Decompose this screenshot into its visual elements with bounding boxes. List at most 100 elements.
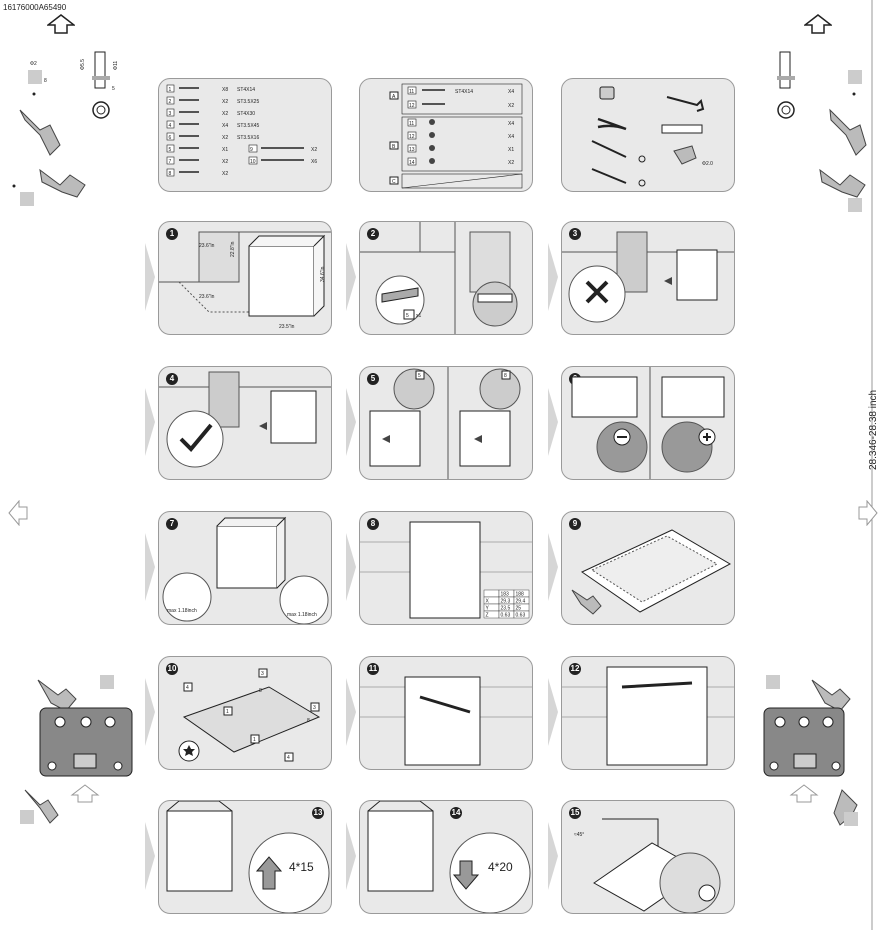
svg-text:3: 3 <box>169 111 172 117</box>
spec-table-cell: 183 <box>498 589 515 598</box>
svg-text:4: 4 <box>186 685 189 691</box>
right-arrow-icon <box>858 500 878 526</box>
step-10-panel: 10 4 1 3 8 3 8 1 4 <box>158 656 332 770</box>
svg-text:188: 188 <box>516 592 525 598</box>
document-id: 16176000A65490 <box>3 3 67 12</box>
spec-table-cell: 29.3 <box>498 596 515 605</box>
svg-text:X2: X2 <box>222 135 228 141</box>
left-bracket-detail <box>20 675 133 824</box>
flow-chevron-icon <box>346 533 356 601</box>
step-11-panel: 11 <box>359 656 533 770</box>
pin-d2: Φ11 <box>113 61 119 70</box>
side-guide-line <box>871 0 873 930</box>
svg-text:183: 183 <box>501 592 510 598</box>
svg-text:X2: X2 <box>222 111 228 117</box>
svg-text:ST4X30: ST4X30 <box>237 111 255 117</box>
svg-text:ST3.5X25: ST3.5X25 <box>237 99 259 105</box>
svg-text:X6: X6 <box>311 159 317 165</box>
spec-table-cell: 23.5 <box>498 603 515 612</box>
svg-text:2: 2 <box>169 99 172 105</box>
flow-chevron-icon <box>346 678 356 746</box>
svg-text:5: 5 <box>169 147 172 153</box>
svg-text:4: 4 <box>287 755 290 761</box>
svg-text:X2: X2 <box>222 159 228 165</box>
svg-text:X1: X1 <box>508 147 514 153</box>
svg-text:34.6"in: 34.6"in <box>320 266 326 282</box>
right-bracket-detail <box>763 675 858 826</box>
bit-label: Φ2 <box>30 61 37 67</box>
pin-d1: Φ5.5 <box>80 59 86 70</box>
drill-icon <box>673 145 697 165</box>
level-icon <box>661 124 703 134</box>
svg-text:≈45°: ≈45° <box>574 832 584 838</box>
svg-text:23.5: 23.5 <box>501 606 511 612</box>
svg-text:ST4X14: ST4X14 <box>455 89 473 95</box>
svg-text:8: 8 <box>259 688 262 694</box>
step-7-panel: 7 max 1.18inch max 1.18inch <box>158 511 332 625</box>
spec-table-cell: Z <box>483 610 500 619</box>
svg-text:ST3.5X16: ST3.5X16 <box>237 135 259 141</box>
svg-text:ST4X14: ST4X14 <box>237 87 255 93</box>
svg-text:7: 7 <box>169 159 172 165</box>
flow-chevron-icon <box>346 822 356 890</box>
svg-text:11: 11 <box>409 121 414 127</box>
svg-text:X: X <box>486 599 490 605</box>
svg-text:X4: X4 <box>222 123 228 129</box>
flow-chevron-icon <box>346 388 356 456</box>
flow-chevron-icon <box>346 243 356 311</box>
pin-len: 5 <box>112 86 115 92</box>
step-2-panel: 2 5 x1 <box>359 221 533 335</box>
flow-chevron-icon <box>548 822 558 890</box>
svg-text:23.6"in: 23.6"in <box>199 243 215 249</box>
spec-table-cell: Y <box>483 603 500 612</box>
flow-chevron-icon <box>145 678 155 746</box>
svg-text:6: 6 <box>169 135 172 141</box>
svg-text:9: 9 <box>250 147 253 153</box>
svg-text:X4: X4 <box>508 89 514 95</box>
tape-measure-icon <box>599 86 615 100</box>
step-1-panel: 1 23.6"in 22.8"in 23.6"in 34.6"in 23.5"i… <box>158 221 332 335</box>
svg-text:8: 8 <box>169 171 172 177</box>
kit-b-row: 11 X4 <box>407 118 514 127</box>
spec-table-cell: 188 <box>513 589 530 598</box>
svg-text:29.3: 29.3 <box>501 599 511 605</box>
spec-table-cell: X <box>483 596 500 605</box>
svg-text:max 1.18inch: max 1.18inch <box>287 612 317 618</box>
svg-text:13: 13 <box>409 147 415 153</box>
screwdriver-icon <box>591 140 646 163</box>
svg-text:x1: x1 <box>416 313 422 319</box>
depth-label: 8 <box>44 78 47 84</box>
svg-text:X4: X4 <box>508 134 514 140</box>
step-12-panel: 12 <box>561 656 735 770</box>
wrench-icon <box>666 96 705 112</box>
right-side-specs <box>777 51 867 212</box>
drill-icon <box>39 168 86 198</box>
part-row: 7 X2 <box>166 156 228 165</box>
svg-text:8: 8 <box>504 373 507 379</box>
flow-chevron-icon <box>548 388 558 456</box>
pliers-icon <box>597 117 627 131</box>
spec-table-cell: 0.63 <box>498 610 515 619</box>
svg-text:X2: X2 <box>508 160 514 166</box>
spec-table-cell: 25 <box>513 603 530 612</box>
svg-text:5: 5 <box>406 313 409 319</box>
part-row: 3 X2 ST4X30 <box>166 108 255 117</box>
step-4-panel: 4 <box>158 366 332 480</box>
svg-text:ST3.5X45: ST3.5X45 <box>237 123 259 129</box>
part-row: 9 X2 <box>248 144 317 153</box>
svg-text:1: 1 <box>169 87 172 93</box>
screw-size-13: 4*15 <box>289 860 314 874</box>
svg-text:X2: X2 <box>311 147 317 153</box>
step-14-panel: 14 4*20 <box>359 800 533 914</box>
svg-text:0.63: 0.63 <box>501 613 511 619</box>
svg-text:X4: X4 <box>508 121 514 127</box>
step-13-panel: 13 4*15 <box>158 800 332 914</box>
